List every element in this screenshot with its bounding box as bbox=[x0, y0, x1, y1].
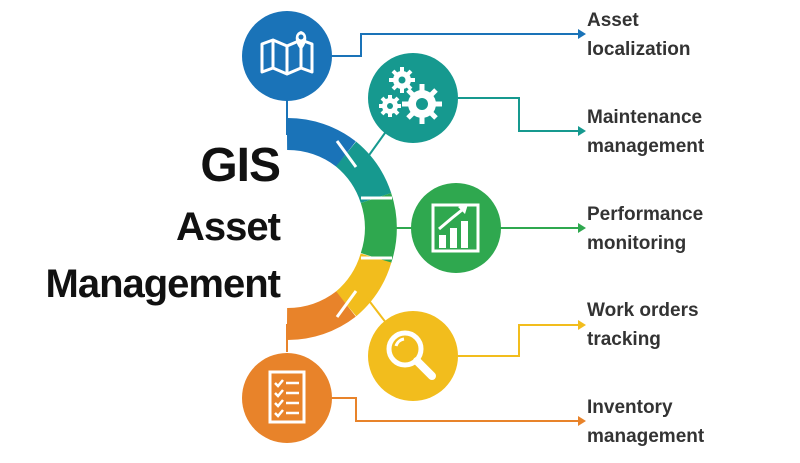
item-circle-4 bbox=[368, 311, 458, 401]
label-asset-localization: Asset localization bbox=[587, 6, 797, 64]
label-line: monitoring bbox=[587, 233, 687, 254]
label-line: management bbox=[587, 426, 705, 447]
label-line: Asset bbox=[587, 10, 639, 31]
item-circle-2 bbox=[368, 53, 458, 143]
connectors bbox=[286, 29, 586, 426]
connector-1 bbox=[322, 33, 578, 57]
arc-separators bbox=[335, 140, 392, 318]
title-asset: Asset bbox=[176, 205, 281, 249]
item-circle-1 bbox=[242, 11, 332, 101]
arc-ring bbox=[286, 117, 397, 341]
label-work-orders-tracking: Work orders tracking bbox=[587, 296, 797, 354]
title-management: Management bbox=[45, 262, 281, 306]
connector-5 bbox=[330, 397, 578, 422]
connector-2 bbox=[458, 97, 578, 132]
gears-icon bbox=[379, 67, 442, 124]
title-gis: GIS bbox=[200, 139, 281, 192]
label-inventory-management: Inventory management bbox=[587, 393, 797, 451]
arc-segment-5 bbox=[286, 291, 356, 341]
magnifier-icon bbox=[386, 330, 436, 380]
label-line: tracking bbox=[587, 329, 661, 350]
item-circle-5 bbox=[242, 353, 332, 443]
label-line: Performance bbox=[587, 204, 704, 225]
arc-segment-3 bbox=[360, 192, 397, 264]
checklist-icon bbox=[268, 370, 306, 424]
label-line: Maintenance bbox=[587, 107, 703, 128]
label-line: Inventory bbox=[587, 397, 673, 418]
map-pin-icon bbox=[260, 31, 314, 76]
chart-growth-icon bbox=[431, 203, 480, 253]
label-line: localization bbox=[587, 39, 691, 60]
arc-segment-1 bbox=[286, 117, 356, 167]
item-circle-3 bbox=[411, 183, 501, 273]
label-performance-monitoring: Performance monitoring bbox=[587, 200, 797, 258]
connector-4 bbox=[458, 324, 578, 357]
label-line: Work orders bbox=[587, 300, 699, 321]
label-line: management bbox=[587, 136, 705, 157]
label-maintenance-management: Maintenance management bbox=[587, 103, 797, 161]
